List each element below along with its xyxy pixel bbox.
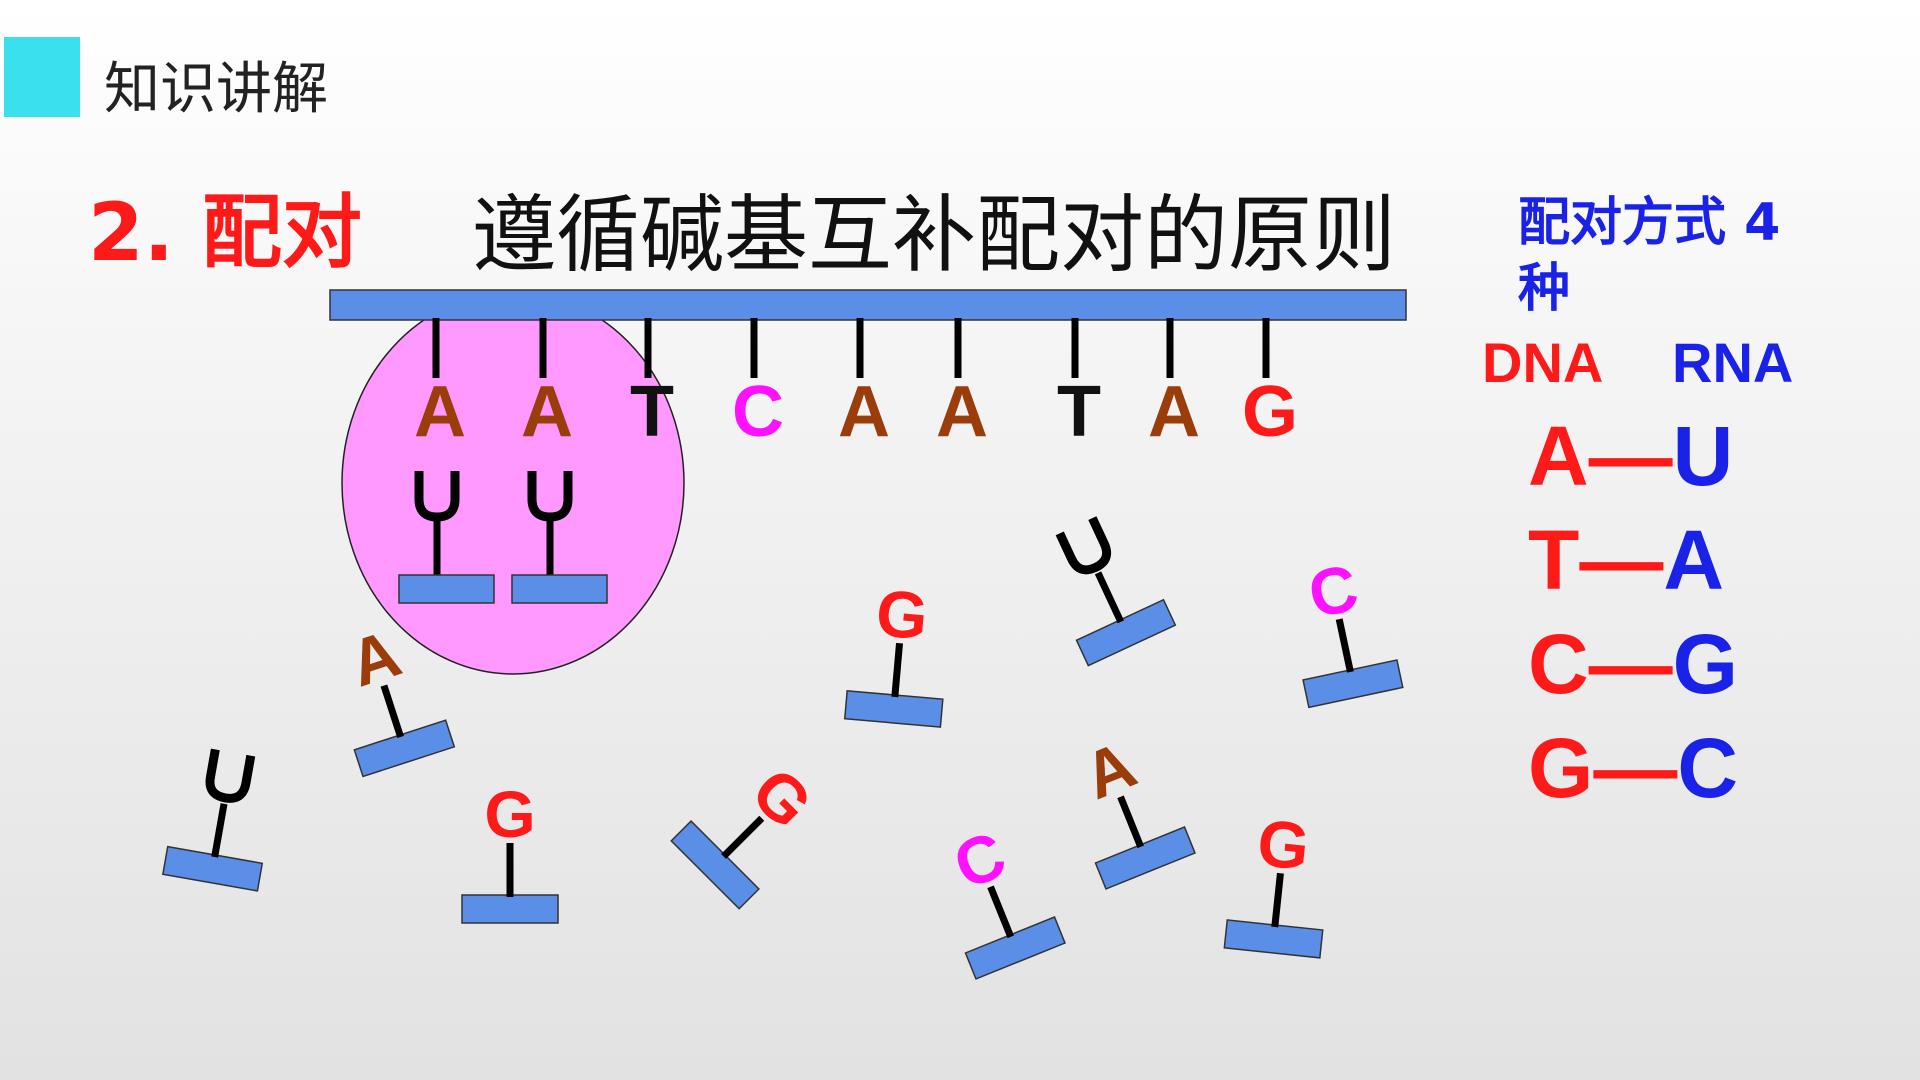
base-stem: [380, 684, 404, 738]
sugar-phosphate-block: [398, 574, 495, 604]
u-base-glyph: [205, 748, 256, 803]
dna-base-letter: A: [936, 372, 988, 452]
legend-pair-dna: G: [1528, 721, 1594, 815]
legend-pair-row: G—C: [1528, 720, 1738, 817]
dna-base-letter: T: [630, 372, 674, 452]
legend-pair-rna: U: [1672, 409, 1734, 503]
legend-rna-label: RNA: [1672, 331, 1794, 394]
free-nucleotide: C: [944, 817, 1066, 980]
paired-nucleotide: U: [511, 471, 608, 604]
legend-dna-label: DNA: [1482, 331, 1604, 394]
legend-pair-dash: —: [1579, 513, 1664, 607]
legend-pair-dash: —: [1588, 409, 1673, 503]
dna-base-letter: G: [1242, 372, 1298, 452]
dna-base: C: [732, 318, 784, 452]
legend-pair-row: T—A: [1528, 512, 1724, 609]
legend-pair-row: C—G: [1528, 616, 1738, 713]
sugar-phosphate-block: [1094, 826, 1196, 890]
legend-pair-dash: —: [1593, 721, 1678, 815]
dna-base-letter: A: [414, 372, 466, 452]
dna-base: A: [838, 318, 890, 452]
sugar-phosphate-block: [511, 574, 608, 604]
free-base-letter: G: [484, 777, 535, 851]
paired-base-letter: U: [527, 471, 573, 522]
dna-base: G: [1242, 318, 1298, 452]
legend-pair-rna: C: [1677, 721, 1739, 815]
free-nucleotide: G: [461, 777, 559, 924]
free-nucleotide: C: [1302, 550, 1404, 709]
free-nucleotide: [1055, 516, 1177, 667]
section-label: 知识讲解: [104, 57, 328, 122]
base-stem: [1094, 571, 1125, 624]
base-stem: [1271, 872, 1284, 928]
free-base-letter: [205, 748, 256, 803]
legend-pair-rna: G: [1672, 617, 1739, 711]
sugar-phosphate-block: [461, 894, 559, 924]
u-base-glyph: [527, 471, 573, 522]
paired-rna-nucleotides: UU: [398, 471, 608, 604]
dna-base: T: [1057, 318, 1101, 452]
dna-base: T: [630, 318, 674, 452]
legend-title: 配对方式 4 种: [1518, 193, 1781, 319]
dna-backbone: [329, 289, 1407, 321]
u-base-glyph: [414, 471, 460, 522]
dna-base: A: [414, 318, 466, 452]
base-stem: [987, 885, 1014, 939]
dna-base: A: [521, 318, 573, 452]
paired-base-letter: U: [414, 471, 460, 522]
dna-base-letter: C: [732, 372, 784, 452]
paired-nucleotide: U: [398, 471, 495, 604]
free-nucleotide: G: [1223, 805, 1324, 959]
dna-base-letter: T: [1057, 372, 1101, 452]
base-stem: [211, 803, 228, 858]
dna-base-letter: A: [521, 372, 573, 452]
base-stem: [1335, 618, 1354, 673]
u-base-glyph: [1055, 516, 1112, 575]
pairing-highlight: [341, 291, 685, 675]
heading-number: 2. 配对: [88, 186, 362, 279]
sugar-phosphate-block: [964, 916, 1066, 980]
dna-base: A: [1148, 318, 1200, 452]
base-stem: [721, 815, 765, 859]
legend-pair-dna: T: [1528, 513, 1580, 607]
free-base-letter: [1055, 516, 1112, 575]
legend-pair-rna: A: [1663, 513, 1724, 607]
legend-pair-dna: A: [1528, 409, 1589, 503]
base-stem: [891, 642, 904, 698]
legend-pair-dash: —: [1588, 617, 1673, 711]
free-nucleotide: G: [843, 575, 944, 728]
free-base-letter: A: [1074, 727, 1146, 813]
legend-pair-dna: C: [1528, 617, 1589, 711]
free-base-letter: G: [1254, 805, 1313, 884]
free-nucleotide: [161, 748, 264, 892]
section-marker: [4, 37, 80, 117]
base-stem: [1117, 795, 1144, 849]
sugar-phosphate-block: [353, 719, 456, 778]
legend-pair-row: A—U: [1528, 408, 1733, 505]
free-base-letter: C: [944, 817, 1016, 903]
free-base-letter: A: [341, 615, 409, 700]
free-base-letter: C: [1302, 550, 1364, 632]
dna-base-letter: A: [1148, 372, 1200, 452]
dna-base: A: [936, 318, 988, 452]
free-nucleotide: A: [1074, 727, 1196, 890]
free-nucleotide: G: [670, 753, 827, 910]
free-base-letter: G: [873, 575, 931, 653]
sugar-phosphate-block: [1075, 598, 1177, 667]
dna-base-letter: A: [838, 372, 890, 452]
principle-text: 遵循碱基互补配对的原则: [472, 186, 1397, 284]
